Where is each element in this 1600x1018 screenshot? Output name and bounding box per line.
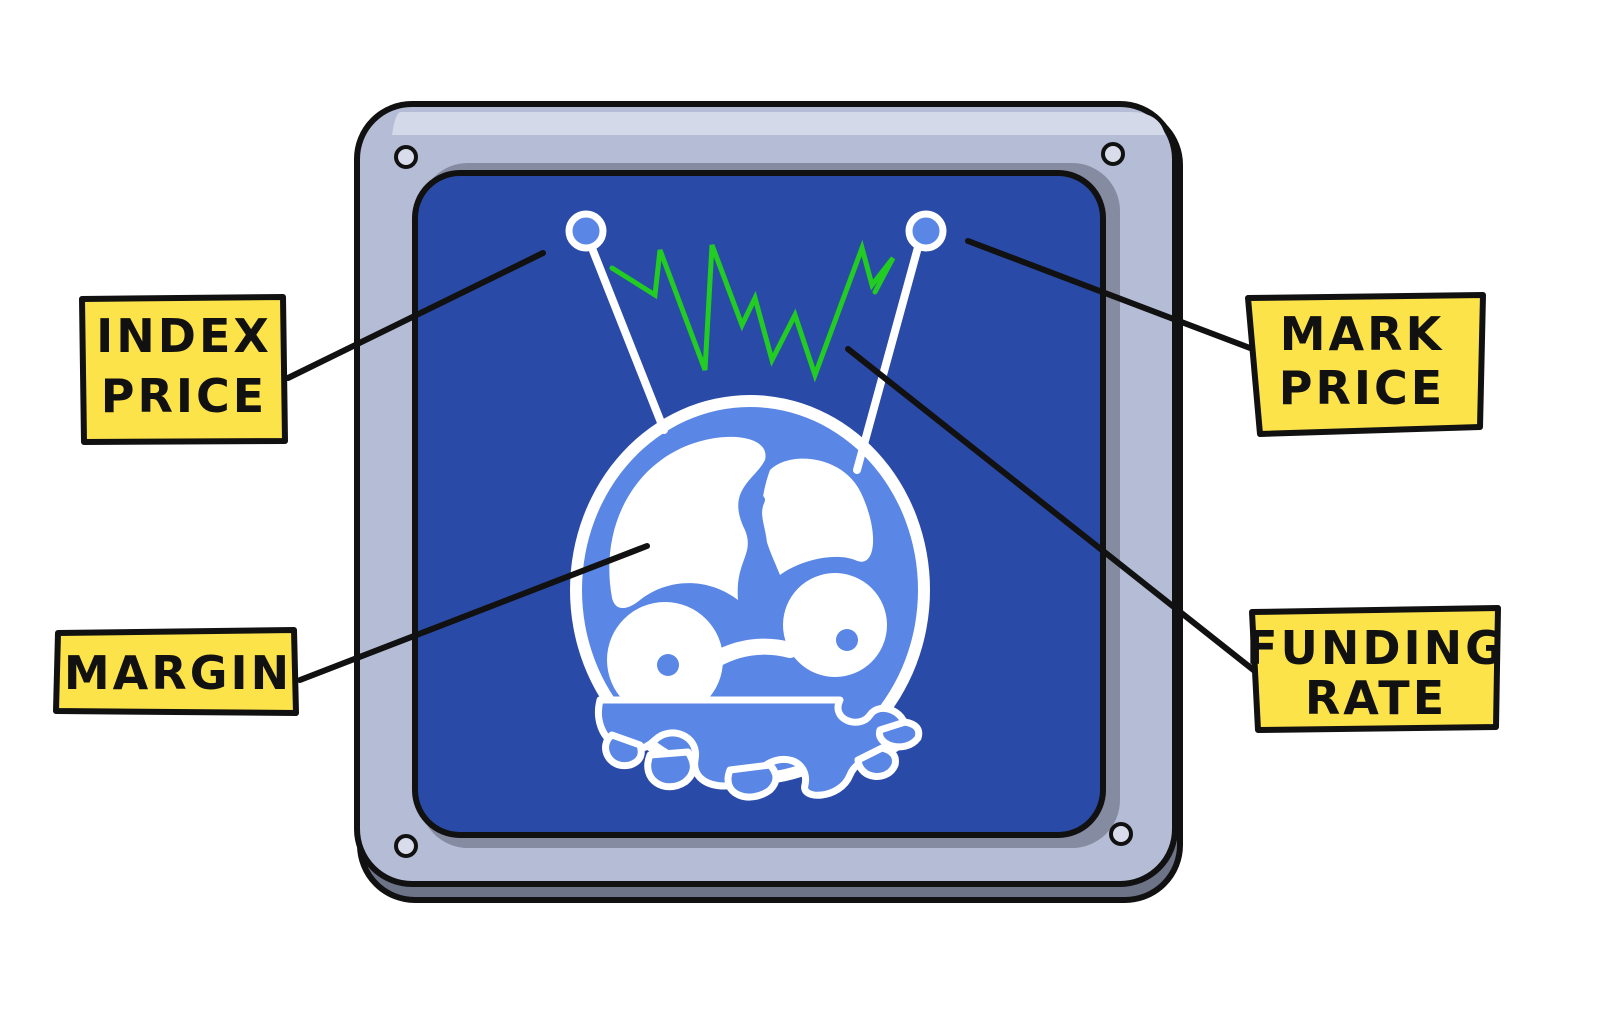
label-margin: MARGIN — [53, 627, 299, 716]
label-funding-rate: FUNDING RATE — [1246, 605, 1506, 733]
octopus-head-icon — [570, 395, 930, 801]
label-funding-rate-line1: FUNDING — [1246, 621, 1506, 675]
label-margin-line1: MARGIN — [64, 646, 292, 700]
label-index-price-line2: PRICE — [101, 369, 267, 423]
connector-mark-price — [965, 238, 1253, 351]
screw-icon — [394, 142, 1133, 858]
connector-lines — [285, 238, 1259, 683]
antenna-left — [565, 210, 668, 434]
label-funding-rate-line2: RATE — [1305, 671, 1447, 725]
connector-margin — [297, 543, 650, 683]
label-index-price-line1: INDEX — [96, 309, 272, 363]
connector-funding-rate — [845, 346, 1259, 675]
label-mark-price-line1: MARK — [1280, 307, 1444, 361]
antenna-right — [853, 210, 947, 474]
label-mark-price-line2: PRICE — [1279, 361, 1445, 415]
label-mark-price: MARK PRICE — [1245, 292, 1486, 437]
connector-index-price — [285, 250, 546, 381]
label-index-price: INDEX PRICE — [79, 294, 288, 445]
price-waveform-icon — [609, 239, 896, 383]
